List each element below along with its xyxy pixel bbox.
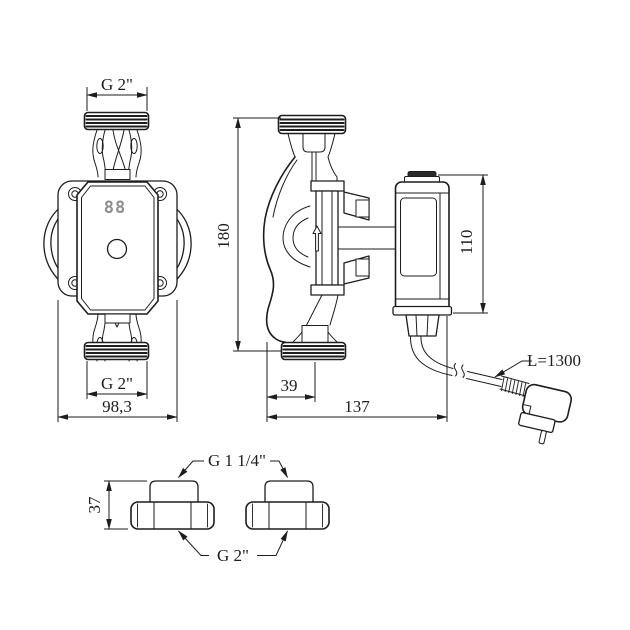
front-cover [76,181,159,315]
control-button [106,238,128,260]
dim-total-length: 137 [344,397,370,416]
dim-front-bottom-thread: G 2" [101,374,133,393]
dim-side-height: 180 [214,223,233,249]
front-view: 88 [43,111,192,362]
power-cable [409,335,530,397]
side-gussets [343,191,370,285]
dim-fitting-thread-top: G 1 1/4" [208,451,266,470]
union-fittings: 37 G 1 1/4" G 2" [85,451,330,565]
cable-gland [405,314,440,337]
front-bottom-threaded-port [83,341,150,361]
dim-front-top-thread: G 2" [101,75,133,94]
power-plug [518,383,573,445]
side-top-threaded-port [277,114,347,135]
side-pump-body [262,156,296,343]
fitting-dimensions: 37 G 1 1/4" G 2" [85,451,288,565]
dim-cable-length: L=1300 [527,351,581,370]
front-top-neck [92,129,142,180]
plug-pin [538,430,547,445]
dim-fitting-thread-bottom: G 2" [217,546,249,565]
front-cover-inner-edge [81,185,155,311]
left-union-fitting [130,480,215,530]
motor-housing [392,171,453,316]
cable-break-symbol [453,363,465,378]
side-bottom-neck [292,325,338,343]
side-view [262,114,573,445]
right-union-fitting [245,480,330,530]
dim-port-offset: 39 [281,376,298,395]
front-view-dimensions: G 2" G 2" 98,3 [57,75,178,422]
side-bottom-threaded-port [280,341,347,361]
front-top-threaded-port [83,111,150,131]
side-flange [302,180,345,333]
flow-direction-arrow [312,225,322,252]
side-view-dimensions: 180 110 39 137 L=1300 [214,117,581,422]
side-top-neck [287,133,338,182]
dim-front-width: 98,3 [102,397,132,416]
dim-fitting-height: 37 [85,496,104,514]
display-value: 88 [104,198,126,218]
dim-motor-height: 110 [457,230,476,255]
strain-relief [499,375,530,397]
